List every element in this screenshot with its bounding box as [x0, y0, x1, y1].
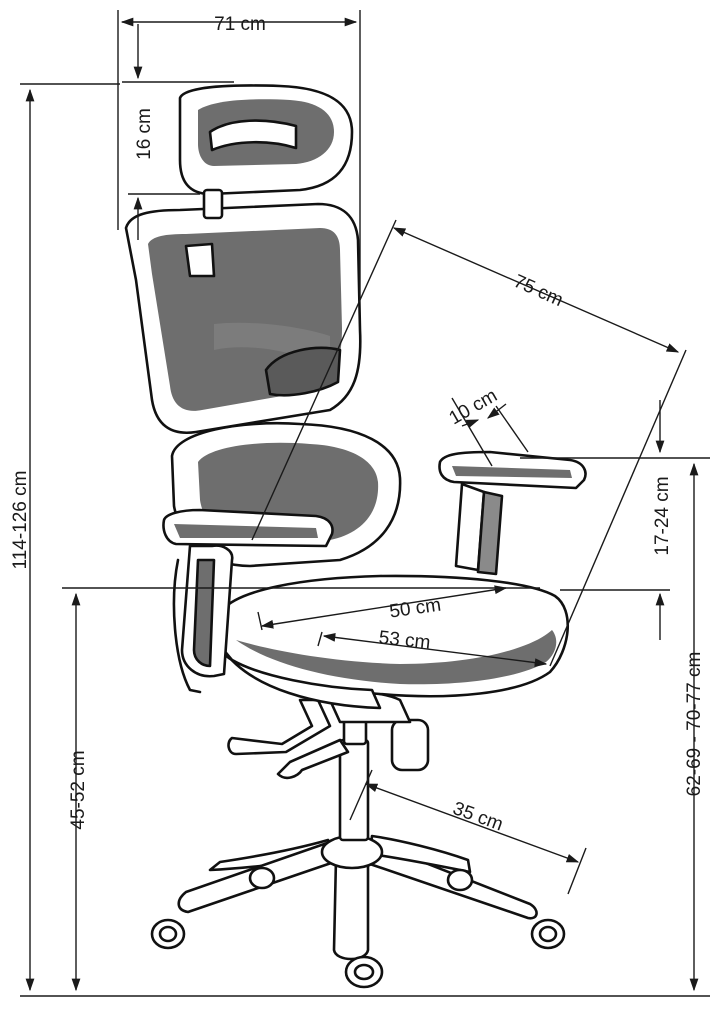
- gas-cylinder: [338, 716, 370, 842]
- right-armrest: [438, 450, 587, 576]
- left-armrest: [162, 508, 334, 694]
- depth-label: 75 cm: [510, 271, 566, 311]
- total-height-label: 114-126 cm: [10, 471, 31, 570]
- headrest-label: 16 cm: [134, 108, 155, 160]
- backrest: [124, 202, 362, 435]
- base-radius-label: 35 cm: [450, 798, 506, 835]
- headrest: [178, 84, 354, 220]
- depth-arrow: [392, 227, 680, 353]
- armrest-height-label: 17-24 cm: [652, 476, 673, 555]
- armrest-floor-height-label: 62-69 - 70-77 cm: [684, 652, 705, 797]
- armrest-width-label: 10 cm: [446, 385, 501, 429]
- chair-base: [150, 834, 566, 989]
- seat-height-label: 45-52 cm: [68, 750, 89, 829]
- base-radius-arrow: [364, 783, 580, 863]
- seat-width-arrow: [322, 633, 548, 667]
- width-label: 71 cm: [214, 14, 266, 35]
- tilt-mechanism: [227, 691, 430, 780]
- chair-illustration: [124, 84, 587, 989]
- dimension-lines: [20, 10, 710, 997]
- seat-depth-arrow: [260, 585, 508, 629]
